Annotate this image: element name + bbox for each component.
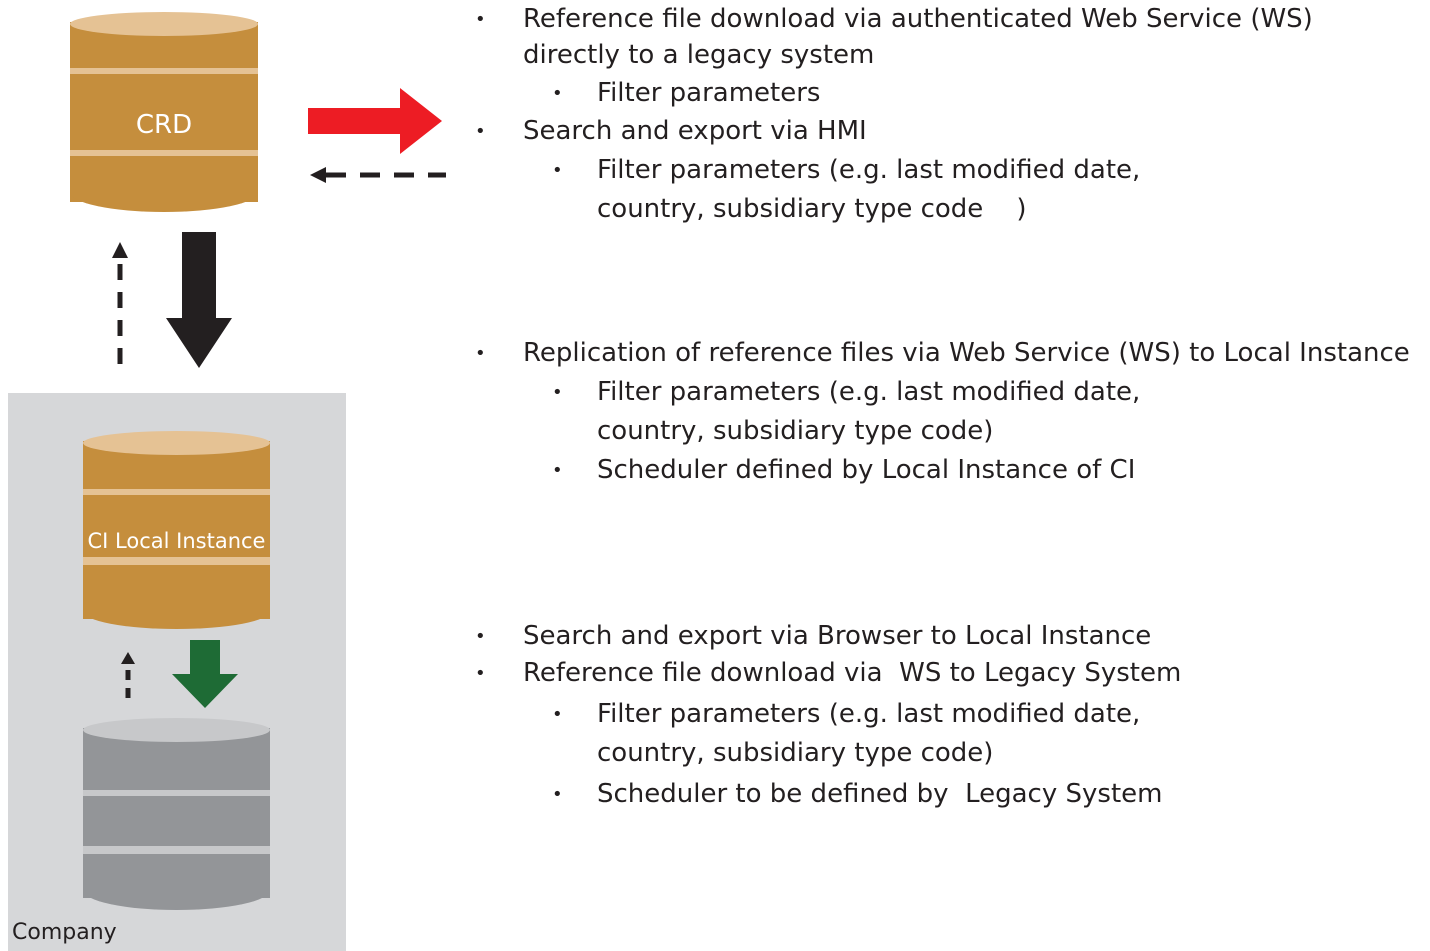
legacy-system-database (83, 718, 270, 910)
ci-local-instance-database: CI Local Instance (83, 431, 270, 631)
red-right-arrow (308, 88, 442, 154)
bullet-dot: • (475, 9, 486, 30)
section3-sub2: Scheduler to be defined by Legacy System (597, 779, 1163, 809)
section3-sub1-line1: Filter parameters (e.g. last modified da… (597, 699, 1141, 729)
section3-bullet1: Search and export via Browser to Local I… (523, 621, 1152, 651)
bullet-dot: • (552, 460, 563, 481)
ci-local-instance-label: CI Local Instance (87, 529, 266, 553)
section3-bullet2: Reference file download via WS to Legacy… (523, 658, 1182, 688)
section1-bullet1-line2: directly to a legacy system (523, 40, 875, 70)
section1-bullet1-sub1: Filter parameters (597, 78, 821, 108)
section1-bullet1-line1: Reference file download via authenticate… (523, 4, 1313, 34)
bullet-dot: • (475, 121, 486, 142)
section2-sub1-line1: Filter parameters (e.g. last modified da… (597, 377, 1141, 407)
dashed-up-arrow-bottom (121, 652, 135, 700)
section2-sub1-line2: country, subsidiary type code) (597, 416, 994, 446)
bullet-dot: • (552, 382, 563, 403)
bullet-dot: • (475, 343, 486, 364)
section1-bullet2: Search and export via HMI (523, 116, 867, 146)
bullet-dot: • (552, 784, 563, 805)
bullet-dot: • (475, 626, 486, 647)
green-down-arrow (172, 640, 238, 708)
bullet-dot: • (552, 160, 563, 181)
section3-sub1-line2: country, subsidiary type code) (597, 738, 994, 768)
section2-bullet1: Replication of reference files via Web S… (523, 338, 1410, 368)
dashed-up-arrow-top (112, 242, 128, 370)
bullet-dot: • (552, 704, 563, 725)
bullet-dot: • (475, 663, 486, 684)
black-down-arrow (166, 232, 232, 368)
crd-label: CRD (135, 110, 193, 140)
section1-bullet2-sub1-line1: Filter parameters (e.g. last modified da… (597, 155, 1141, 185)
company-label: Company (12, 920, 117, 945)
dashed-left-arrow (310, 167, 446, 183)
section1-bullet2-sub1-line2: country, subsidiary type code ) (597, 194, 1027, 224)
bullet-dot: • (552, 83, 563, 104)
crd-database: CRD (70, 12, 258, 212)
section2-sub2: Scheduler defined by Local Instance of C… (597, 455, 1136, 485)
